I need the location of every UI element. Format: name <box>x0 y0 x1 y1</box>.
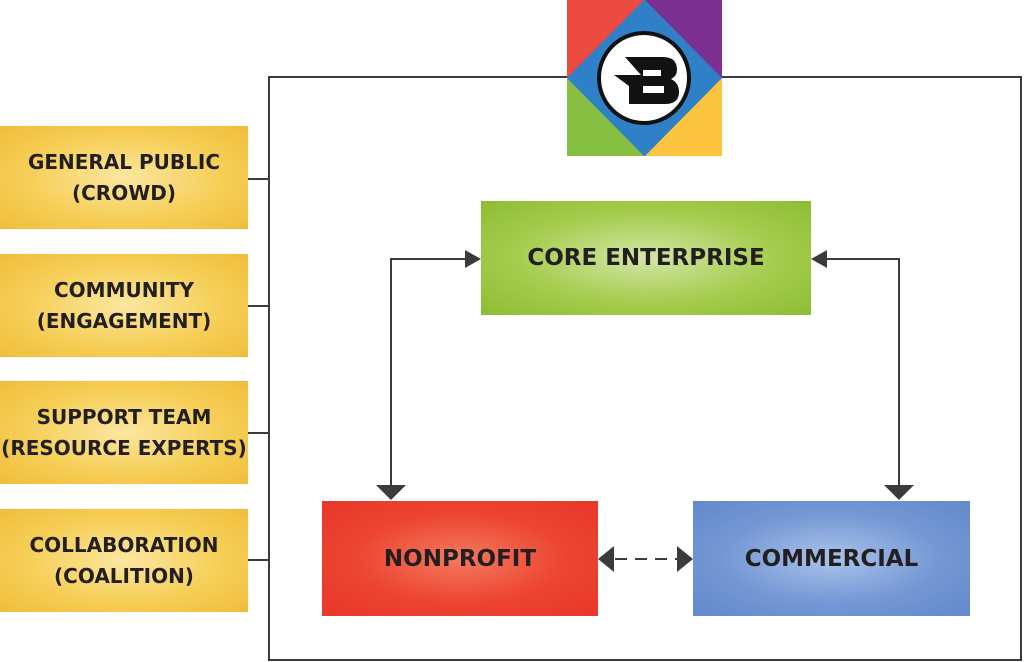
core-enterprise-label: CORE ENTERPRISE <box>527 245 765 271</box>
stakeholder-connectors <box>248 178 269 561</box>
arrowhead <box>598 546 614 572</box>
nonprofit-label: NONPROFIT <box>383 545 537 572</box>
core-nonprofit-arrow <box>390 258 468 487</box>
arrowhead <box>376 485 406 500</box>
stakeholder-subtitle: (CROWD) <box>71 180 177 205</box>
stakeholder-subtitle: (ENGAGEMENT) <box>36 308 212 333</box>
stakeholder-title: COMMUNITY <box>53 277 195 302</box>
stakeholder-subtitle: (RESOURCE EXPERTS) <box>1 435 247 460</box>
stakeholder-community: COMMUNITY (ENGAGEMENT) <box>0 254 248 357</box>
logo <box>567 0 722 156</box>
commercial-label: COMMERCIAL <box>744 545 919 572</box>
stakeholder-general-public: GENERAL PUBLIC (CROWD) <box>0 126 248 229</box>
commercial-box: COMMERCIAL <box>693 501 970 616</box>
arrowhead <box>884 485 914 500</box>
stakeholder-title: COLLABORATION <box>29 532 219 557</box>
stakeholder-title: SUPPORT TEAM <box>36 404 212 429</box>
nonprofit-box: NONPROFIT <box>322 501 598 616</box>
arrowhead <box>811 250 827 268</box>
arrowhead <box>465 250 481 268</box>
stakeholder-collaboration: COLLABORATION (COALITION) <box>0 509 248 612</box>
stakeholder-subtitle: (COALITION) <box>54 563 194 588</box>
core-enterprise-box: CORE ENTERPRISE <box>481 201 811 315</box>
arrowhead <box>677 546 693 572</box>
core-commercial-arrow <box>824 258 900 487</box>
stakeholder-title: GENERAL PUBLIC <box>27 149 221 174</box>
stakeholder-support-team: SUPPORT TEAM (RESOURCE EXPERTS) <box>0 381 248 484</box>
